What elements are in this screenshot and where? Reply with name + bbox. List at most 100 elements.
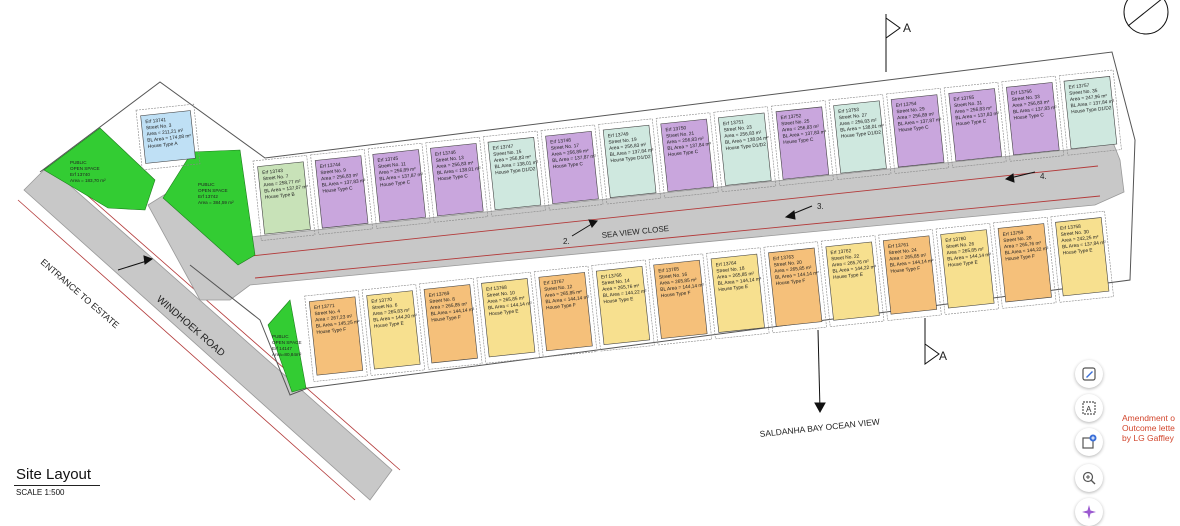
erf-text-area: Area = 265,85 m² [430,301,468,311]
house-footprint [890,94,945,168]
erf-text-bl: BL Area = 137,87 m² [552,154,597,165]
erf-text-area: Area = 256,83 m² [436,160,474,170]
erf-boundary [648,253,713,346]
erf-text-street: Street No. 29 [896,106,925,115]
erf-text-street: Street No. 14 [601,278,630,287]
erf-text-area: Area = 265,76 m² [832,259,870,269]
erf-text-house: House Type F [661,290,691,299]
erf-text-area: Area = 256,83 m² [724,130,762,140]
erf-text-area: Area = 256,83 m² [954,105,992,115]
erf-boundary [713,106,777,193]
add-note-icon [1082,434,1097,449]
erf-boundary [304,290,368,382]
erf-boundary [820,235,885,328]
erf-text-street: Street No. 30 [1061,229,1090,238]
section-marker-bottom [924,318,940,365]
erf-text-erf: Erf 13745 [377,156,399,164]
erf-text-area: Area = 265,85 m² [717,271,755,281]
public-open-space-text: Area=80,84m² [272,352,302,357]
house-footprint [653,259,708,339]
erf-boundary [763,241,827,334]
public-open-space-text: Area = 384,59 m² [198,200,234,205]
estate-boundary [39,51,1136,396]
erf-text-erf: Erf 13751 [723,119,745,127]
erf-text-house: House Type F [546,302,576,311]
public-open-space-text: Erf 13742 [198,194,218,199]
erf-boundary [252,155,316,241]
erf-text-erf: Erf 13749 [608,131,630,139]
erf-boundary [1059,69,1122,156]
erf-text-street: Street No. 16 [659,272,688,281]
add-note-button[interactable] [1075,428,1103,456]
erf-text-area: Area = 256,83 m² [321,172,359,182]
close-kerb-line [254,195,1101,279]
erf-text-house: House Type E [1062,247,1093,256]
erf-text-street: Street No. 22 [831,253,860,262]
view-arrow-4 [1004,171,1036,183]
erf-text-erf: Erf 13767 [543,279,565,287]
erf-text-bl: BL Area = 137,83 m² [322,178,367,189]
erf-text-erf: Erf 13764 [715,260,737,268]
erf-text-house: House Type D1/D2 [725,142,766,152]
view-arrow-2 [571,219,598,237]
house-footprint [487,137,542,211]
sparkle-icon [1082,505,1096,519]
erf-text-street: Street No. 17 [551,143,580,152]
erf-text-erf: Erf 13758 [1060,224,1082,232]
erf-text-house: House Type D1/D2 [1071,105,1112,115]
erf-text-bl: BL Area = 137,87 m² [379,172,424,183]
erf-text-house: House Type E [603,296,634,305]
erf-text-bl: BL Area = 137,83 m² [782,129,827,140]
view-arrow-4-label: 4. [1040,172,1047,181]
house-footprint [481,278,536,358]
erf-text-area: Area = 265,85 m² [545,289,583,299]
ocean-view-label: SALDANHA BAY OCEAN VIEW [759,416,880,439]
amendment-note: Amendment o Outcome lette by LG Gaffley [1122,413,1175,443]
house-footprint [833,100,887,174]
text-box-button[interactable]: A [1075,394,1103,422]
erf-text-area: Area = 256,83 m² [782,124,820,134]
erf-text-area: Area = 242,25 m² [1061,234,1099,244]
road-edge-line [55,167,401,471]
erf-text-house: House Type D1/D2 [841,130,882,140]
public-open-space-text: PUBLIC [70,160,87,165]
ocean-view-arrow [814,329,826,414]
zoom-in-button[interactable] [1075,464,1103,492]
erf-text-street: Street No. 31 [954,100,983,109]
erf-text-street: Street No. 25 [781,118,810,127]
erf-text-erf: Erf 13761 [888,242,910,250]
erf-text-area: Area = 256,89 m² [551,148,589,158]
sparkle-button[interactable] [1075,498,1103,526]
erf-text-house: House Type C [437,173,468,182]
erf-text-street: Street No. 23 [723,125,752,134]
erf-text-erf: Erf 13750 [665,125,687,133]
erf-text-street: Street No. 20 [774,260,803,269]
draw-button[interactable] [1075,360,1103,388]
view-arrow-3-label: 3. [817,202,824,211]
north-point-icon [1123,0,1169,35]
public-open-space-text: Erf 14147 [272,346,292,351]
erf-text-erf: Erf 13746 [435,150,457,158]
house-footprint [1006,82,1060,156]
erf-text-bl: BL Area = 138,01 m² [840,123,885,134]
erf-text-area: Area = 256,83 m² [609,142,647,152]
erf-boundary [361,283,426,376]
erf-text-house: House Type C [898,124,929,133]
erf-text-area: Area = 267,23 m² [315,314,353,324]
erf-text-bl: BL Area = 138,01 m² [437,166,482,177]
erf-text-bl: BL Area = 138,04 m² [725,135,770,146]
erf-text-area: Area = 265,85 m² [659,277,697,287]
erf-text-house: House Type E [374,321,405,330]
amendment-line-1: Amendment o [1122,413,1175,423]
erf-text-house: House Type F [431,315,461,324]
erf-text-bl: BL Area = 137,87 m² [898,117,943,128]
erf-text-bl: BL Area = 137,84 m² [610,147,655,158]
